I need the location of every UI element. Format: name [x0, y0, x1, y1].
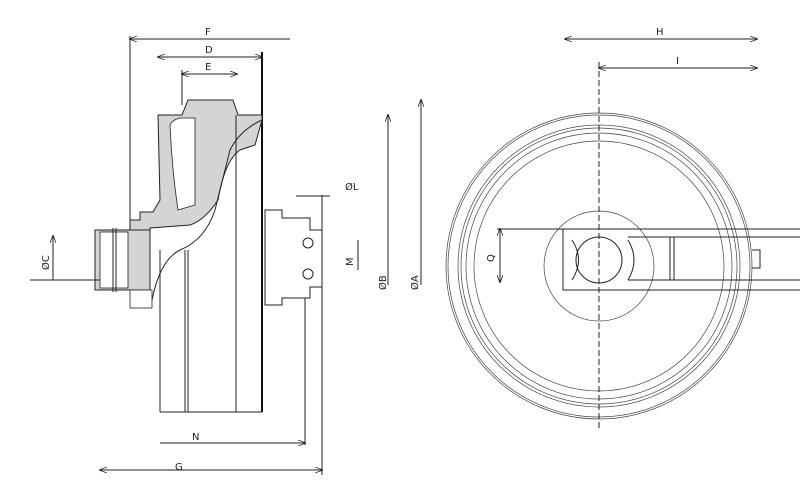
- label-l: ØL: [345, 181, 359, 193]
- shaft-bore: [99, 231, 129, 289]
- label-f: F: [205, 27, 211, 38]
- break-line: [151, 119, 263, 301]
- yoke-arm-inner: [628, 236, 800, 281]
- label-d: D: [205, 45, 213, 56]
- label-c: ØC: [40, 255, 52, 270]
- label-q: Q: [486, 254, 497, 262]
- label-g: G: [175, 462, 183, 473]
- rim-section: [129, 99, 263, 237]
- label-a: ØA: [409, 275, 421, 290]
- front-view: H I Q: [445, 27, 800, 428]
- bracket: [264, 209, 323, 306]
- label-h: H: [656, 27, 664, 38]
- yoke-cutout: [571, 239, 635, 281]
- label-e: E: [205, 62, 211, 73]
- label-i: I: [676, 56, 679, 67]
- label-n: N: [192, 432, 199, 443]
- pin-hole: [302, 268, 314, 280]
- yoke-slot: [752, 249, 761, 269]
- label-b: ØB: [377, 275, 389, 290]
- side-view: F D E ØL M ØB ØA ØC N G: [30, 27, 421, 475]
- bolt-head: [129, 289, 153, 309]
- rim-cavity: [169, 117, 196, 211]
- yoke-arm: [562, 228, 800, 291]
- label-m: M: [345, 257, 356, 266]
- pin-hole: [302, 237, 314, 249]
